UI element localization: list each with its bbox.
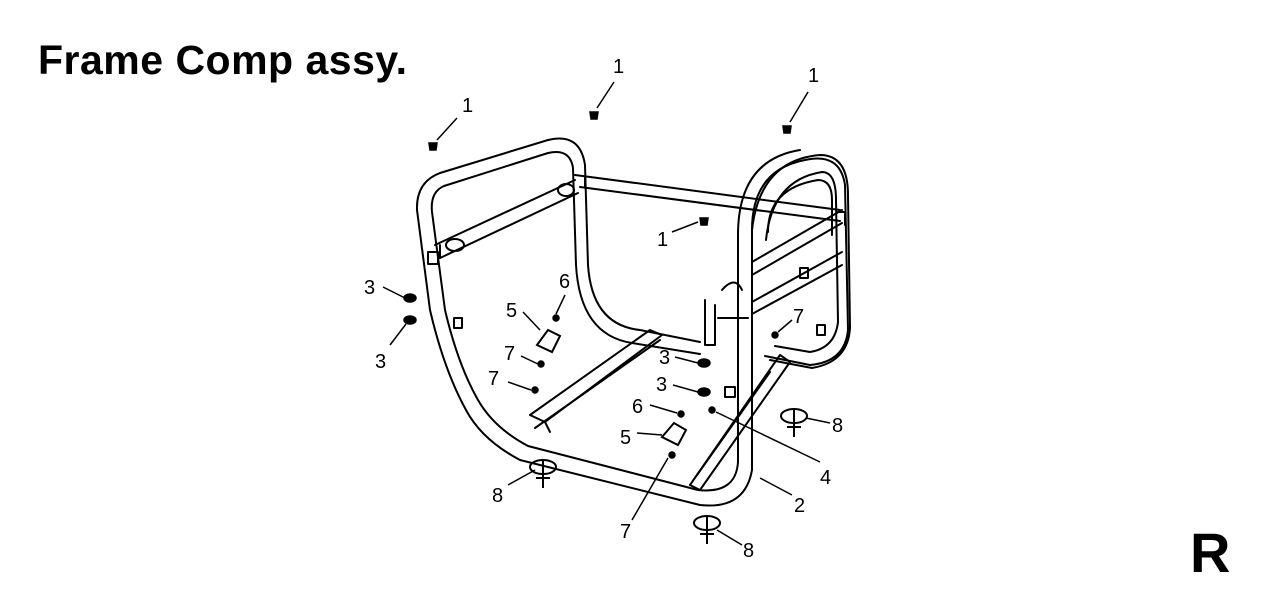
left-bracket: [434, 179, 576, 246]
callout-1-right: 1: [808, 65, 819, 87]
callout-7-right: 7: [793, 306, 804, 328]
callout-3-lower-right: 3: [656, 374, 667, 396]
nut-icon: [403, 315, 417, 325]
corner-mark: R: [1190, 521, 1231, 584]
base-rail-right: [689, 354, 791, 491]
callout-5-upper: 5: [506, 300, 517, 322]
bolt-icon: [782, 125, 792, 134]
right-frame-tube-outer: [751, 154, 851, 369]
callout-7-bottom: 7: [620, 521, 631, 543]
back-cross-member: [574, 174, 841, 211]
callout-3-lower-left: 3: [375, 351, 386, 373]
rubber-foot-icon: [693, 515, 721, 544]
left-frame-tube-inner: [430, 149, 801, 492]
bolt-icon: [589, 111, 599, 120]
left-top-rail: [547, 137, 701, 343]
callout-1-left: 1: [462, 95, 473, 117]
bolt-icon: [699, 217, 709, 226]
callout-8-right: 8: [832, 415, 843, 437]
left-top-rail-inner: [547, 151, 701, 355]
callout-8-left: 8: [492, 485, 503, 507]
right-bracket-lower: [751, 251, 843, 303]
callout-3-upper-left: 3: [364, 277, 375, 299]
clip-icon: [535, 328, 688, 447]
callout-7-left-lower: 7: [488, 368, 499, 390]
callout-7-left-upper: 7: [504, 343, 515, 365]
callout-1-back: 1: [657, 229, 668, 251]
nut-icon: [403, 293, 417, 303]
rubber-foot-icon: [529, 459, 557, 488]
callout-5-lower: 5: [620, 427, 631, 449]
leader-lines: [382, 81, 831, 546]
nut-icon: [697, 358, 711, 368]
right-inner-loop: [767, 179, 833, 236]
nut-icon: [697, 387, 711, 397]
callout-2: 2: [794, 495, 805, 517]
callout-6-lower: 6: [632, 396, 643, 418]
callout-1-center: 1: [613, 56, 624, 78]
diagram-title: Frame Comp assy.: [38, 37, 408, 83]
callout-3-upper-right: 3: [659, 347, 670, 369]
base-rail-left: [529, 329, 663, 423]
right-bracket-upper: [751, 209, 843, 263]
left-frame-tube-outer: [415, 139, 849, 507]
back-cross-member-lower: [579, 186, 841, 222]
callout-4: 4: [820, 467, 831, 489]
bolt-icon: [428, 142, 438, 151]
callout-6-upper: 6: [559, 271, 570, 293]
callout-8-bottom: 8: [743, 540, 754, 562]
rubber-foot-icon: [780, 408, 808, 437]
